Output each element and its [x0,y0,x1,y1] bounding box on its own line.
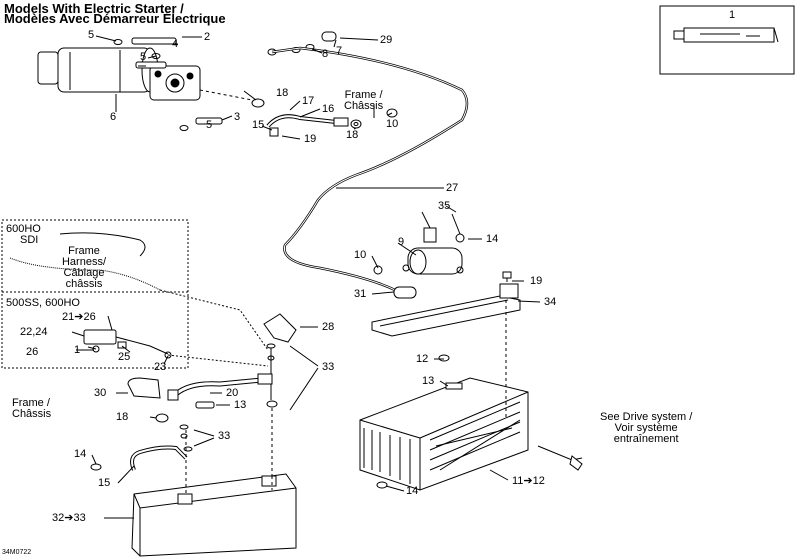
diagram-title-line-1: Models With Electric Starter / [4,1,184,16]
frame-harness-600ho-sdi [59,232,146,257]
callout-5c: 5 [206,119,213,131]
note-line: SDI [20,234,39,246]
callout-27: 27 [446,182,459,194]
callout-13a: 13 [422,375,435,387]
solenoid [373,211,465,275]
note-line: Harness/ [61,256,107,268]
callout-2: 2 [204,31,211,43]
callout-18a: 18 [276,87,289,99]
note-line: Frame / [344,89,383,101]
callout-31: 31 [354,288,367,300]
note-frame-chassis-left: Frame / Châssis [12,398,51,420]
callout-32: 32➔33 [52,512,86,524]
leader-lines [71,35,541,519]
models-inset-box [1,219,189,369]
callout-14c: 14 [406,485,419,497]
callout-33b: 33 [218,430,231,442]
callout-34: 34 [544,296,557,308]
note-line: entraînement [613,433,679,445]
callout-18b: 18 [346,129,359,141]
boot-28 [263,313,297,343]
callout-11: 11➔12 [512,475,545,487]
callout-12: 12 [416,353,429,365]
diagram-title-line-2: Modèles Avec Démarreur Électrique [4,11,226,26]
callout-15a: 15 [252,119,265,131]
callout-1b: 1 [74,344,81,356]
callout-19a: 19 [304,133,317,145]
callout-14a: 14 [486,233,499,245]
callout-16: 16 [322,103,335,115]
battery-box [359,300,529,491]
callout-17: 17 [302,95,315,107]
note-line: châssis [65,278,103,290]
cover-30 [127,377,161,399]
callout-19b: 19 [530,275,543,287]
battery-bracket [371,295,521,337]
callout-23: 23 [154,361,167,373]
note-line: Frame / [12,397,50,409]
callout-28: 28 [322,321,335,333]
note-line: Frame [68,245,100,257]
callout-6: 6 [110,111,117,123]
callout-22: 22,24 [20,326,48,338]
note-line: 600HO [6,223,41,235]
note-line: Voir système [614,422,678,434]
note-line: Câblage [63,267,105,279]
note-line: See Drive system / [600,411,693,423]
callout-26: 26 [26,346,39,358]
callout-15b: 15 [98,477,111,489]
note-inset-600ho: 600HO SDI [6,224,41,246]
callout-35: 35 [438,200,451,212]
callout-20: 20 [226,387,239,399]
grease-tube-icon [673,27,779,43]
note-see-drive-system: See Drive system / Voir système entraîne… [600,412,692,445]
callout-3: 3 [234,111,241,123]
callout-7: 7 [336,45,343,57]
callout-21: 21➔26 [62,311,96,323]
cable-27-inner [271,47,468,291]
drawing-code: 34M0722 [2,549,32,556]
callout-18c: 18 [116,411,129,423]
callout-29: 29 [380,34,393,46]
note-line: Châssis [12,408,52,420]
callout-8: 8 [322,48,329,60]
relay-part-22 [83,329,117,345]
cap-31 [393,286,417,299]
callout-5a: 5 [88,29,95,41]
bolts-and-washers-top [113,31,337,131]
callout-5b: 5 [140,51,147,63]
callout-14b: 14 [74,448,87,460]
drive-system-link [537,445,583,461]
callout-13b: 13 [234,399,247,411]
callout-10a: 10 [386,118,399,130]
callout-1: 1 [729,9,736,21]
note-inset-500ss: 500SS, 600HO [6,297,80,309]
starter-motor [37,47,253,101]
note-line: Châssis [344,100,384,112]
note-frame-chassis-top: Frame / Châssis [344,90,383,112]
callout-25: 25 [118,351,131,363]
battery [131,430,297,557]
part-1-inset-box [659,5,795,75]
callout-33a: 33 [322,361,335,373]
callout-4: 4 [172,38,179,50]
note-frame-harness: Frame Harness/ Câblage châssis [46,246,122,290]
callout-9: 9 [398,236,405,248]
callout-10b: 10 [354,249,367,261]
callout-30: 30 [94,387,107,399]
